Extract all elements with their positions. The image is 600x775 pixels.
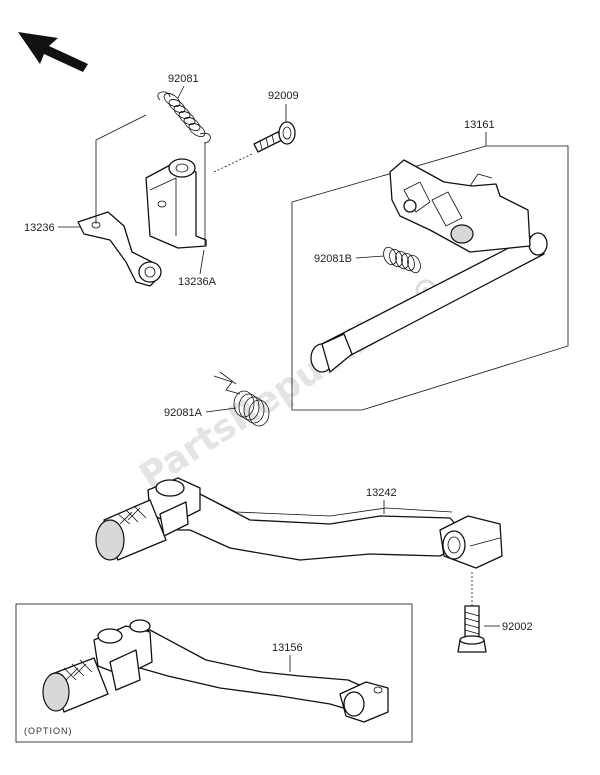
label-92009: 92009 (268, 90, 299, 122)
bracket-13236A (145, 158, 207, 249)
part-number-13161: 13161 (464, 119, 495, 131)
part-number-13156: 13156 (272, 642, 303, 654)
option-box (15, 603, 413, 743)
spring-92081 (157, 91, 211, 144)
part-number-92081A: 92081A (164, 407, 203, 419)
lever-13236 (77, 211, 162, 287)
label-13242: 13242 (366, 487, 397, 514)
part-number-13242: 13242 (366, 487, 397, 499)
part-number-92081B: 92081B (314, 253, 352, 265)
label-13236: 13236 (24, 222, 80, 234)
group-13236 (77, 91, 211, 287)
option-pedal-13156 (42, 619, 389, 723)
group-13161 (291, 145, 569, 411)
shift-pedal-13242 (95, 477, 503, 569)
front-direction-arrow-icon (18, 32, 88, 72)
label-13156: 13156 (272, 642, 303, 672)
label-92081: 92081 (168, 73, 199, 99)
label-92002: 92002 (484, 621, 533, 633)
bolt-92002 (457, 572, 487, 653)
spline-end (310, 333, 353, 373)
option-label: (OPTION) (24, 726, 73, 736)
part-number-92009: 92009 (268, 90, 299, 102)
part-number-13236A: 13236A (178, 276, 217, 288)
label-13236A: 13236A (178, 249, 217, 288)
label-92081A: 92081A (164, 407, 237, 419)
spring-92081A (213, 371, 270, 427)
part-number-13236: 13236 (24, 222, 55, 234)
label-13161: 13161 (464, 119, 495, 146)
toe-peg (95, 499, 167, 561)
part-number-92002: 92002 (502, 621, 533, 633)
label-92081B: 92081B (314, 253, 385, 265)
bolt-92009 (213, 121, 296, 173)
part-number-92081: 92081 (168, 73, 199, 85)
spring-92081B (383, 246, 421, 274)
